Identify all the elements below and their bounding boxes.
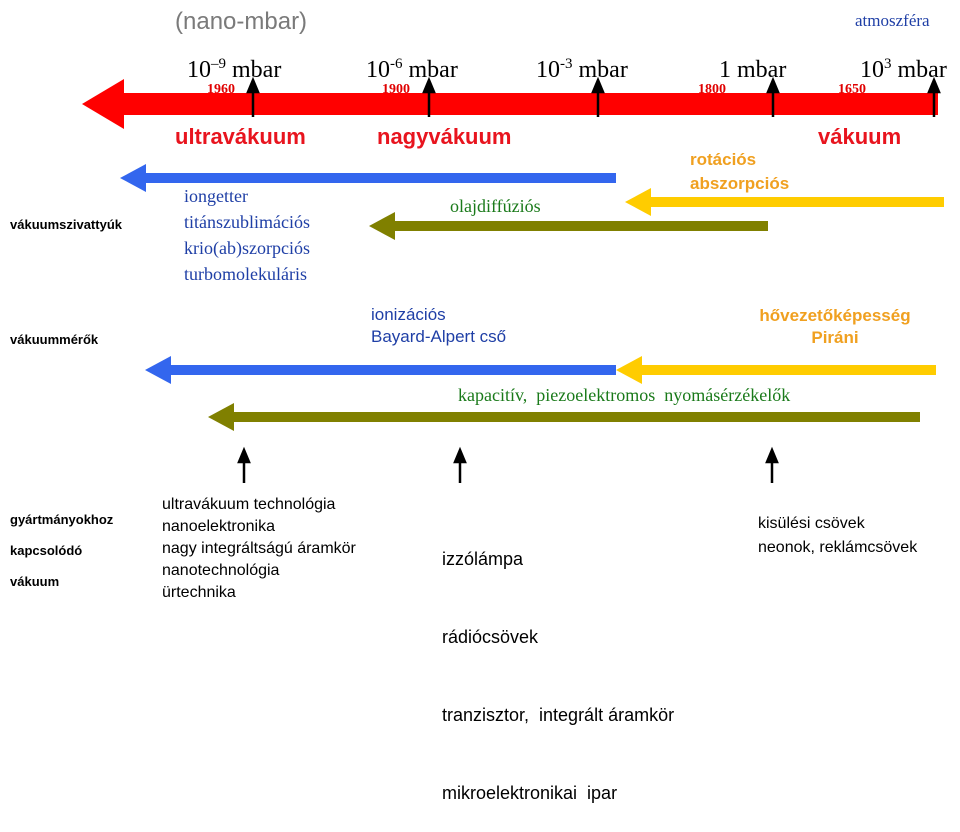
- arrow-layer: [82, 76, 944, 483]
- year-1800: 1800: [698, 82, 726, 97]
- lv-application-item: neonok, reklámcsövek: [758, 539, 918, 556]
- pressure-label-1e-3: 10-3 mbar: [536, 56, 628, 84]
- hv-application-item: tranzisztor, integrált áramkör: [442, 705, 675, 725]
- unit-note: (nano-mbar): [175, 8, 308, 35]
- uhv-application-item: ultravákuum technológia: [162, 496, 336, 513]
- lv-applications: kisülési csövek neonok, reklámcsövek: [758, 512, 917, 560]
- uhv-application-item: nanotechnológia: [162, 562, 280, 579]
- tick-1: [766, 76, 780, 117]
- ionization-gauge-label: ionizációs: [371, 305, 446, 324]
- oil-diffusion-range-arrow: [369, 212, 768, 240]
- applications-label-line: gyártmányokhoz: [10, 512, 114, 527]
- year-1650: 1650: [838, 82, 866, 97]
- hv-application-item: izzólámpa: [442, 549, 524, 569]
- application-pointers: [237, 446, 779, 483]
- uhv-applications: ultravákuum technológia nanoelektronika …: [162, 494, 356, 604]
- pressure-label-1e-9: 10–9 mbar: [187, 56, 282, 84]
- oil-diffusion-label: olajdiffúziós: [450, 196, 541, 216]
- tick-1e3: [927, 76, 941, 117]
- applications-section-label: gyártmányokhoz kapcsolódó vákuum: [10, 504, 113, 597]
- thermal-conductivity-label: hővezetőképesség: [759, 306, 911, 325]
- pointer-lv: [765, 446, 779, 483]
- scale-ticks: [246, 76, 941, 117]
- regime-vacuum: vákuum: [818, 124, 902, 149]
- uhv-application-item: nanoelektronika: [162, 518, 275, 535]
- uhv-pump-item: titánszublimációs: [184, 212, 310, 232]
- capacitive-gauge-label: kapacitív, piezoelektromos nyomásérzékel…: [458, 385, 791, 405]
- capacitive-gauge-range-arrow: [208, 403, 920, 431]
- rotary-pump-range-arrow: [625, 188, 944, 216]
- rotary-pump-label: rotációs: [690, 150, 757, 169]
- applications-label-line: vákuum: [10, 574, 60, 589]
- pointer-hv: [453, 446, 467, 483]
- bayard-alpert-label: Bayard-Alpert cső: [371, 327, 507, 346]
- uhv-pump-range-arrow: [120, 164, 616, 192]
- hv-application-item: mikroelektronikai ipar: [442, 783, 618, 803]
- gauges-section-label: vákuummérők: [10, 332, 99, 347]
- pressure-label-1e-6: 10-6 mbar: [366, 56, 458, 84]
- ionization-gauge-range-arrow: [145, 356, 616, 384]
- pressure-label-1e3: 103 mbar: [860, 56, 947, 84]
- uhv-pump-list: iongetter titánszublimációs krio(ab)szor…: [184, 183, 310, 287]
- year-1900: 1900: [382, 82, 410, 97]
- pointer-uhv: [237, 446, 251, 483]
- rotary-pump-labels: rotációs abszorpciós: [690, 148, 789, 196]
- pressure-scale-arrow: [82, 79, 938, 129]
- uhv-application-item: ürtechnika: [162, 584, 236, 601]
- tick-1e-9: [246, 76, 260, 117]
- thermal-gauge-labels: hővezetőképesség Piráni: [750, 305, 920, 349]
- hv-applications: izzólámpa rádiócsövek tranzisztor, integ…: [442, 494, 674, 832]
- lv-application-item: kisülési csövek: [758, 515, 865, 532]
- regime-high-vacuum: nagyvákuum: [377, 124, 512, 149]
- uhv-application-item: nagy integráltságú áramkör: [162, 540, 356, 557]
- pumps-section-label: vákuumszivattyúk: [10, 217, 122, 232]
- pirani-label: Piráni: [811, 328, 859, 347]
- uhv-pump-item: iongetter: [184, 186, 248, 206]
- applications-label-line: kapcsolódó: [10, 543, 83, 558]
- uhv-pump-item: turbomolekuláris: [184, 264, 307, 284]
- pressure-label-1: 1 mbar: [719, 57, 787, 83]
- atmosphere-label: atmoszféra: [855, 11, 930, 30]
- pirani-gauge-range-arrow: [616, 356, 936, 384]
- uhv-pump-item: krio(ab)szorpciós: [184, 238, 310, 258]
- tick-1e-6: [422, 76, 436, 117]
- regime-ultravacuum: ultravákuum: [175, 124, 306, 149]
- absorption-pump-label: abszorpciós: [690, 174, 790, 193]
- year-1960: 1960: [207, 82, 235, 97]
- hv-application-item: rádiócsövek: [442, 627, 539, 647]
- tick-1e-3: [591, 76, 605, 117]
- ionization-gauge-labels: ionizációs Bayard-Alpert cső: [371, 304, 506, 348]
